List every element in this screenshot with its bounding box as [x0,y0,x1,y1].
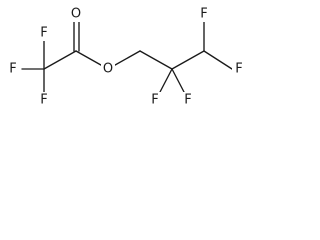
bond-c4-f-right [171,68,185,93]
bond-layer [21,21,233,93]
atom-o-carbonyl-label: O [71,7,81,22]
atom-f3: F [37,92,51,108]
atom-o-ester: O [101,61,115,77]
atom-f4: F [148,92,162,108]
atom-f6: F [197,6,211,22]
structural-formula-diagram: F F F O O F F F [6,6,246,108]
atom-f4-label: F [151,93,158,108]
atom-f2-label: F [9,62,16,77]
atom-label-layer: F F F O O F F F [6,6,246,108]
atom-f7: F [232,61,246,77]
atom-o-carbonyl: O [69,6,83,22]
bond-c4-f-left [159,68,173,93]
atom-f1-label: F [40,26,47,41]
atom-f3-label: F [40,93,47,108]
bond-c5-f-right [203,50,233,70]
atom-f5: F [181,92,195,108]
atom-o-ester-label: O [103,62,113,77]
atom-f6-label: F [200,7,207,22]
atom-f5-label: F [184,93,191,108]
atom-f2: F [6,61,20,77]
bond-c3-c4 [139,50,173,70]
atom-f1: F [37,25,51,41]
bond-c1-c2 [43,50,77,70]
atom-f7-label: F [235,62,242,77]
bond-c4-c5 [171,50,205,70]
